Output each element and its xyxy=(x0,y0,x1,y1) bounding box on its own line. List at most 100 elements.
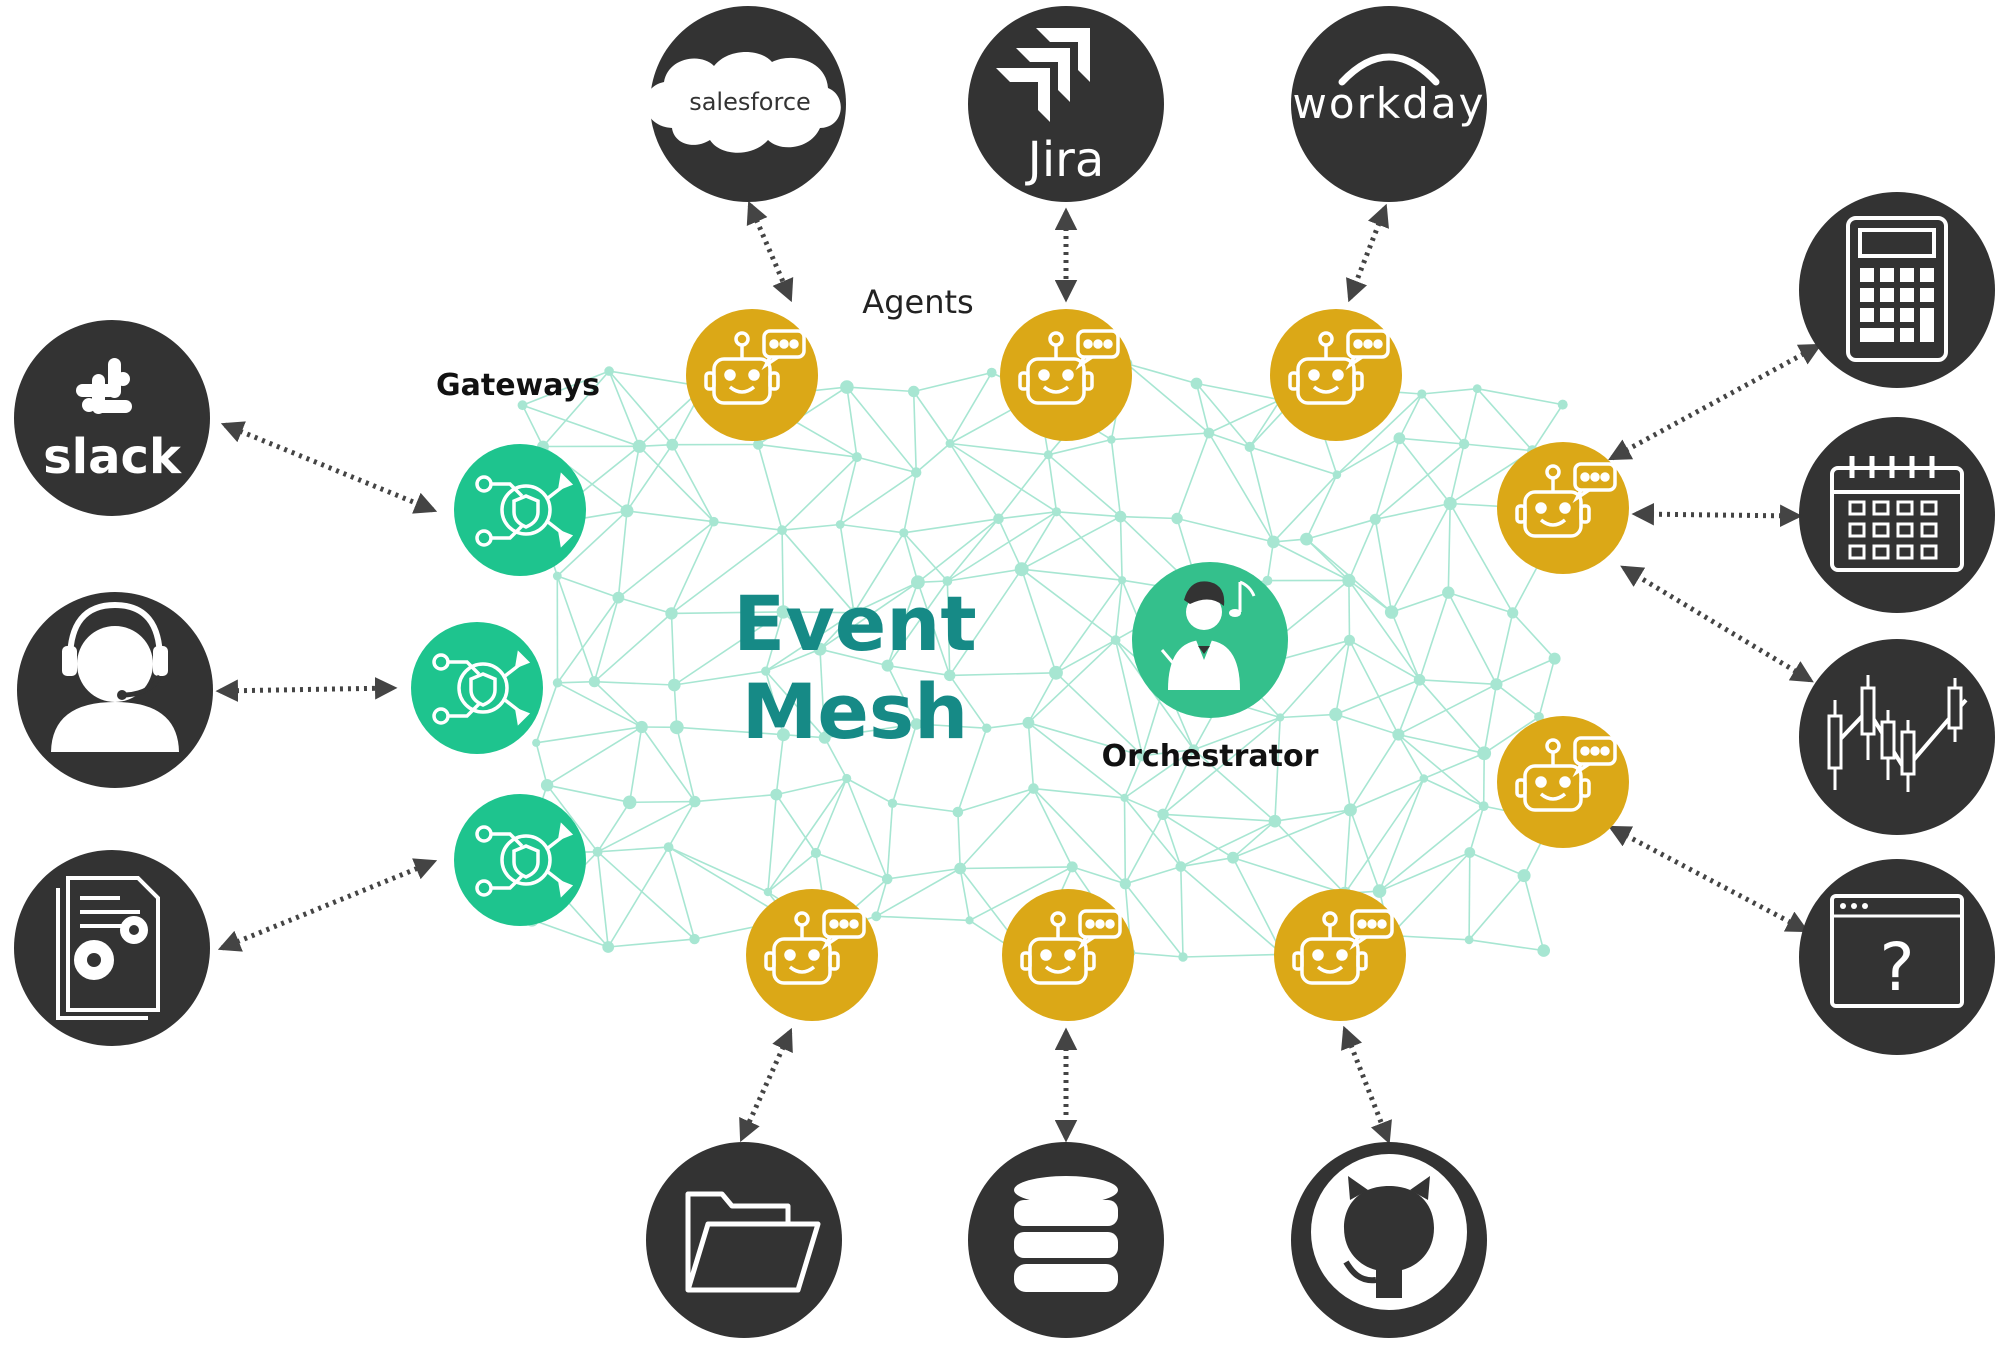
mesh-link xyxy=(1232,857,1284,955)
mesh-node xyxy=(602,941,615,953)
mesh-link xyxy=(917,518,999,583)
agent-node[interactable] xyxy=(1497,716,1629,848)
mesh-link xyxy=(1344,778,1425,894)
mesh-link xyxy=(782,523,841,531)
mesh-link xyxy=(783,733,825,739)
mesh-link xyxy=(626,446,641,512)
mesh-link xyxy=(1423,777,1485,807)
mesh-link xyxy=(671,611,784,615)
mesh-node xyxy=(982,723,992,733)
mesh-link xyxy=(757,444,783,531)
mesh-node xyxy=(810,847,822,859)
mesh-node xyxy=(899,528,909,538)
mesh-link xyxy=(531,918,609,948)
mesh-link xyxy=(1032,788,1073,868)
mesh-node xyxy=(1537,944,1550,957)
mesh-node xyxy=(910,718,923,730)
github-logo-icon xyxy=(1311,1154,1467,1310)
mesh-link xyxy=(1196,382,1281,401)
mesh-link xyxy=(886,580,949,667)
mesh-link xyxy=(1111,432,1209,441)
mesh-link xyxy=(767,852,817,893)
mesh-link xyxy=(522,404,640,448)
agent-node[interactable] xyxy=(1000,309,1132,441)
gateways xyxy=(411,444,586,926)
mesh-link xyxy=(765,612,855,672)
mesh-link xyxy=(1378,805,1485,892)
service-candlestick-chart[interactable] xyxy=(1799,639,1995,835)
mesh-link xyxy=(1180,865,1284,956)
connector-arrows xyxy=(215,200,1822,1145)
mesh-link xyxy=(1279,639,1351,719)
mesh-node xyxy=(770,788,783,801)
orchestrator-node[interactable] xyxy=(1132,562,1288,718)
mesh-node xyxy=(1120,793,1129,803)
agent-node[interactable] xyxy=(686,309,818,441)
mesh-link xyxy=(1124,749,1195,799)
agent-node[interactable] xyxy=(1002,889,1134,1021)
robot-chat-icon xyxy=(1020,909,1122,985)
agent-node[interactable] xyxy=(1270,309,1402,441)
service-calendar[interactable] xyxy=(1799,417,1995,613)
mesh-link xyxy=(960,866,1073,870)
gateway-node[interactable] xyxy=(411,622,543,754)
service-github[interactable] xyxy=(1291,1142,1487,1338)
mesh-link xyxy=(886,665,918,725)
gateway-node[interactable] xyxy=(454,444,586,576)
mesh-link xyxy=(957,727,988,813)
mesh-link xyxy=(593,612,673,683)
mesh-link xyxy=(913,391,951,444)
service-workday[interactable]: workday xyxy=(1291,6,1487,202)
mesh-link xyxy=(1021,511,1058,570)
service-database[interactable] xyxy=(968,1142,1164,1338)
service-browser-unknown[interactable]: ? xyxy=(1799,859,1995,1055)
agent-node[interactable] xyxy=(1274,889,1406,1021)
mesh-node xyxy=(908,385,920,398)
mesh-node xyxy=(776,605,790,619)
mesh-link xyxy=(1483,716,1540,754)
mesh-link xyxy=(819,612,855,650)
mesh-link xyxy=(1375,502,1451,521)
mesh-link xyxy=(1374,438,1401,520)
mesh-link xyxy=(1399,437,1465,445)
mesh-link xyxy=(839,524,855,613)
mesh-link xyxy=(1418,679,1485,754)
mesh-link xyxy=(839,471,917,526)
mesh-link xyxy=(1348,579,1393,613)
mesh-link xyxy=(1398,733,1485,755)
mesh-node xyxy=(1203,427,1215,439)
gateway-node[interactable] xyxy=(454,794,586,926)
mesh-link xyxy=(758,443,858,458)
arrow-support xyxy=(215,677,398,702)
robot-chat-icon xyxy=(1288,329,1390,405)
mesh-node xyxy=(1548,652,1561,665)
mesh-link xyxy=(1495,612,1514,685)
agent-node[interactable] xyxy=(1497,442,1629,574)
service-document-settings[interactable] xyxy=(14,850,210,1046)
service-salesforce[interactable]: salesforce xyxy=(645,6,846,202)
service-calculator[interactable] xyxy=(1799,192,1995,388)
service-slack[interactable]: slack xyxy=(14,320,210,516)
mesh-link xyxy=(1374,443,1465,520)
mesh-node xyxy=(1171,512,1183,525)
mesh-link xyxy=(597,800,696,853)
mesh-link xyxy=(1349,734,1400,811)
service-jira[interactable]: Jira xyxy=(968,6,1164,202)
mesh-link xyxy=(1047,454,1122,518)
mesh-link xyxy=(949,372,993,444)
mesh-node xyxy=(840,380,854,394)
service-folder[interactable] xyxy=(646,1142,842,1338)
agent-node[interactable] xyxy=(746,889,878,1021)
mesh-link xyxy=(1495,683,1540,718)
mesh-node xyxy=(761,666,771,676)
mesh-link xyxy=(1496,657,1555,686)
mesh-link xyxy=(1274,809,1351,822)
mesh-node xyxy=(1329,707,1343,722)
arrow-calculator xyxy=(1608,343,1822,461)
mesh-link xyxy=(597,851,696,940)
service-support-agent[interactable] xyxy=(17,592,213,788)
mesh-link xyxy=(641,726,696,803)
mesh-link xyxy=(1124,813,1164,885)
mesh-node xyxy=(842,773,852,784)
mesh-node xyxy=(1227,851,1239,864)
